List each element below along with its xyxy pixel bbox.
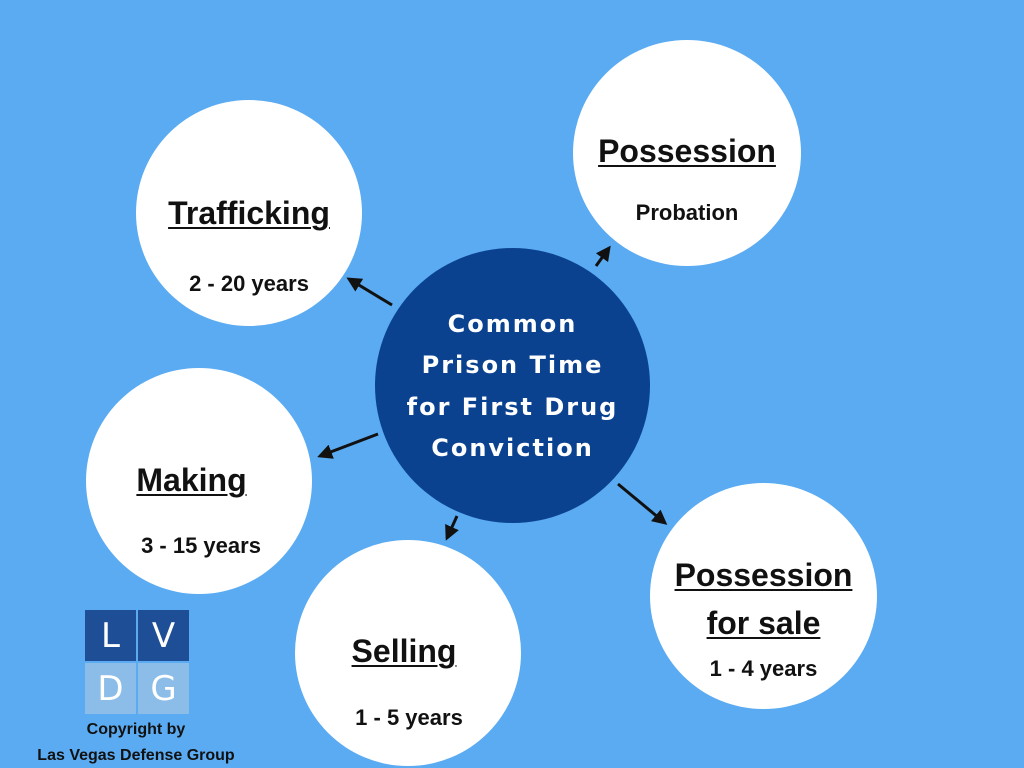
center-line-1: Common [447, 309, 578, 338]
arrow-to-possession-for-sale [617, 482, 668, 525]
copyright-line-1: Copyright by [86, 721, 186, 738]
center-line-2: Prison Time [421, 351, 604, 380]
arrow-to-selling [445, 515, 459, 541]
center-line-4: Conviction [431, 433, 594, 462]
center-circle: Common Prison Time for First Drug Convic… [375, 248, 650, 523]
node-possession-for-sale-title-line-2: for sale [706, 605, 821, 641]
arrow-to-possession [594, 245, 611, 267]
arrow-to-making [317, 432, 379, 459]
node-trafficking-title: Trafficking [168, 195, 330, 231]
node-selling: Selling 1 - 5 years [295, 540, 521, 766]
node-possession-for-sale-title-line-1: Possession [674, 557, 853, 593]
arrow-to-trafficking [346, 277, 393, 307]
center-line-3: for First Drug [406, 392, 619, 421]
center-title: Common Prison Time for First Drug Convic… [398, 304, 628, 469]
copyright-line-2: Las Vegas Defense Group [37, 747, 235, 764]
node-possession-title: Possession [598, 133, 776, 169]
logo-letter-g: G [138, 663, 189, 714]
logo-letter-l: L [85, 610, 136, 661]
node-making-value: 3 - 15 years [141, 533, 261, 558]
logo-letter-d: D [85, 663, 136, 714]
node-possession-for-sale-value: 1 - 4 years [709, 656, 818, 681]
node-selling-title: Selling [351, 633, 457, 669]
node-selling-value: 1 - 5 years [355, 705, 463, 730]
node-trafficking: Trafficking 2 - 20 years [136, 100, 362, 326]
node-possession-for-sale-title: Possession for sale [650, 551, 877, 647]
node-making: Making 3 - 15 years [86, 368, 312, 594]
logo-letter-v: V [138, 610, 189, 661]
node-possession-for-sale: Possession for sale 1 - 4 years [650, 483, 877, 709]
node-possession-value: Probation [635, 200, 739, 225]
lvdg-logo: L V D G [85, 610, 189, 714]
node-making-title: Making [136, 462, 247, 498]
copyright-notice: Copyright by Las Vegas Defense Group [0, 717, 272, 768]
node-trafficking-value: 2 - 20 years [189, 271, 309, 296]
node-possession: Possession Probation [573, 40, 801, 266]
